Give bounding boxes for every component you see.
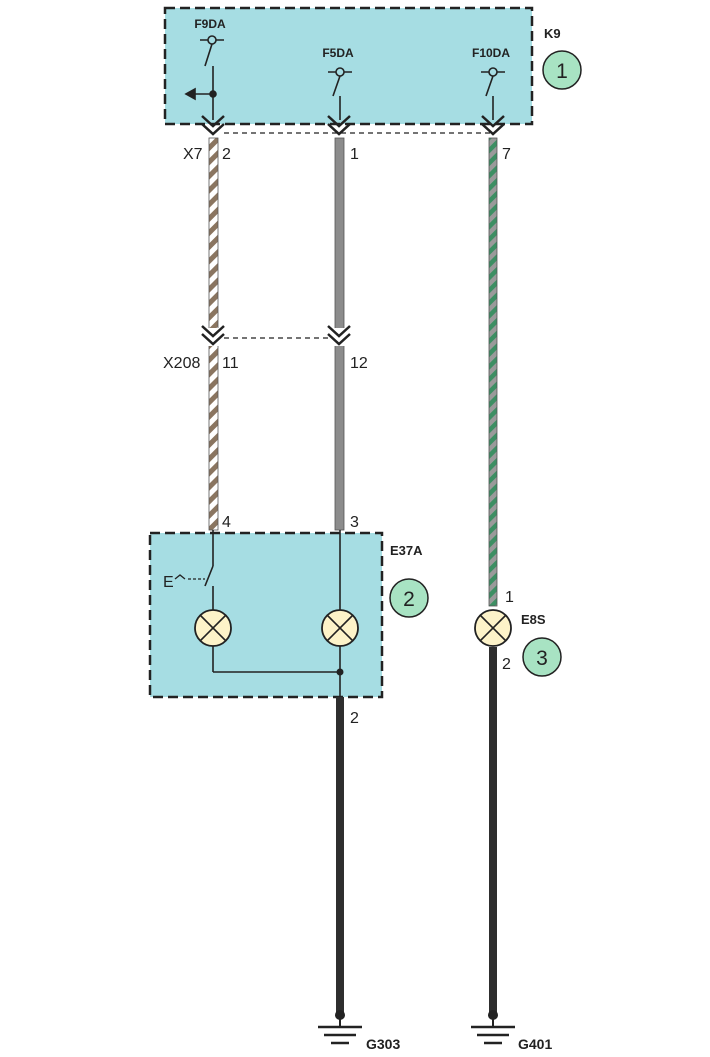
module-e37a-label: E37A xyxy=(390,543,423,558)
fuse-f10da-symbol xyxy=(481,67,505,120)
fuse-f10da-label: F10DA xyxy=(472,46,510,60)
pin-e37a-b: 3 xyxy=(350,514,359,531)
pin-x208-b: 12 xyxy=(350,355,368,372)
fuse-f5da-label: F5DA xyxy=(322,46,354,60)
callout-2: 2 xyxy=(389,578,429,618)
wire-black-g303 xyxy=(336,697,344,1015)
ground-g303-icon xyxy=(318,1010,362,1045)
module-e8s-label: E8S xyxy=(521,612,546,627)
switch-label: E xyxy=(163,574,174,591)
wire-green-grey xyxy=(488,137,498,607)
pin-e37a-a: 4 xyxy=(222,514,231,531)
callout-1-label: 1 xyxy=(556,60,568,83)
pin-x7-a: 2 xyxy=(222,146,231,163)
callout-3-label: 3 xyxy=(536,647,548,670)
pin-e8s-out: 2 xyxy=(502,656,511,673)
module-k9 xyxy=(163,6,534,126)
lamp-icon xyxy=(321,609,359,647)
lamp-e8s-icon xyxy=(474,609,512,647)
fuse-f9da-label: F9DA xyxy=(194,17,226,31)
connector-x208-label: X208 xyxy=(163,355,200,372)
module-k9-label: K9 xyxy=(544,26,561,41)
fuse-f5da-symbol xyxy=(328,67,352,120)
callout-2-label: 2 xyxy=(403,588,415,611)
pin-x208-a: 11 xyxy=(222,355,239,372)
connector-x7-chevrons xyxy=(201,115,505,136)
pin-x7-b: 1 xyxy=(350,146,359,163)
connector-x7-label: X7 xyxy=(183,146,203,163)
callout-1: 1 xyxy=(542,50,582,90)
pin-e37a-out: 2 xyxy=(350,710,359,727)
ground-g401-icon xyxy=(471,1010,515,1045)
callout-3: 3 xyxy=(522,637,562,677)
lamp-icon xyxy=(194,609,232,647)
ground-g401-label: G401 xyxy=(518,1036,552,1052)
connector-x208-chevrons xyxy=(201,325,352,346)
pin-x7-c: 7 xyxy=(502,146,511,163)
pin-e8s-in: 1 xyxy=(505,589,514,606)
switch-actuator-icon xyxy=(174,574,186,580)
fuse-f9da-symbol xyxy=(184,35,224,120)
ground-g303-label: G303 xyxy=(366,1036,400,1052)
e37a-junction xyxy=(336,668,344,676)
wire-black-g401 xyxy=(489,647,497,1015)
